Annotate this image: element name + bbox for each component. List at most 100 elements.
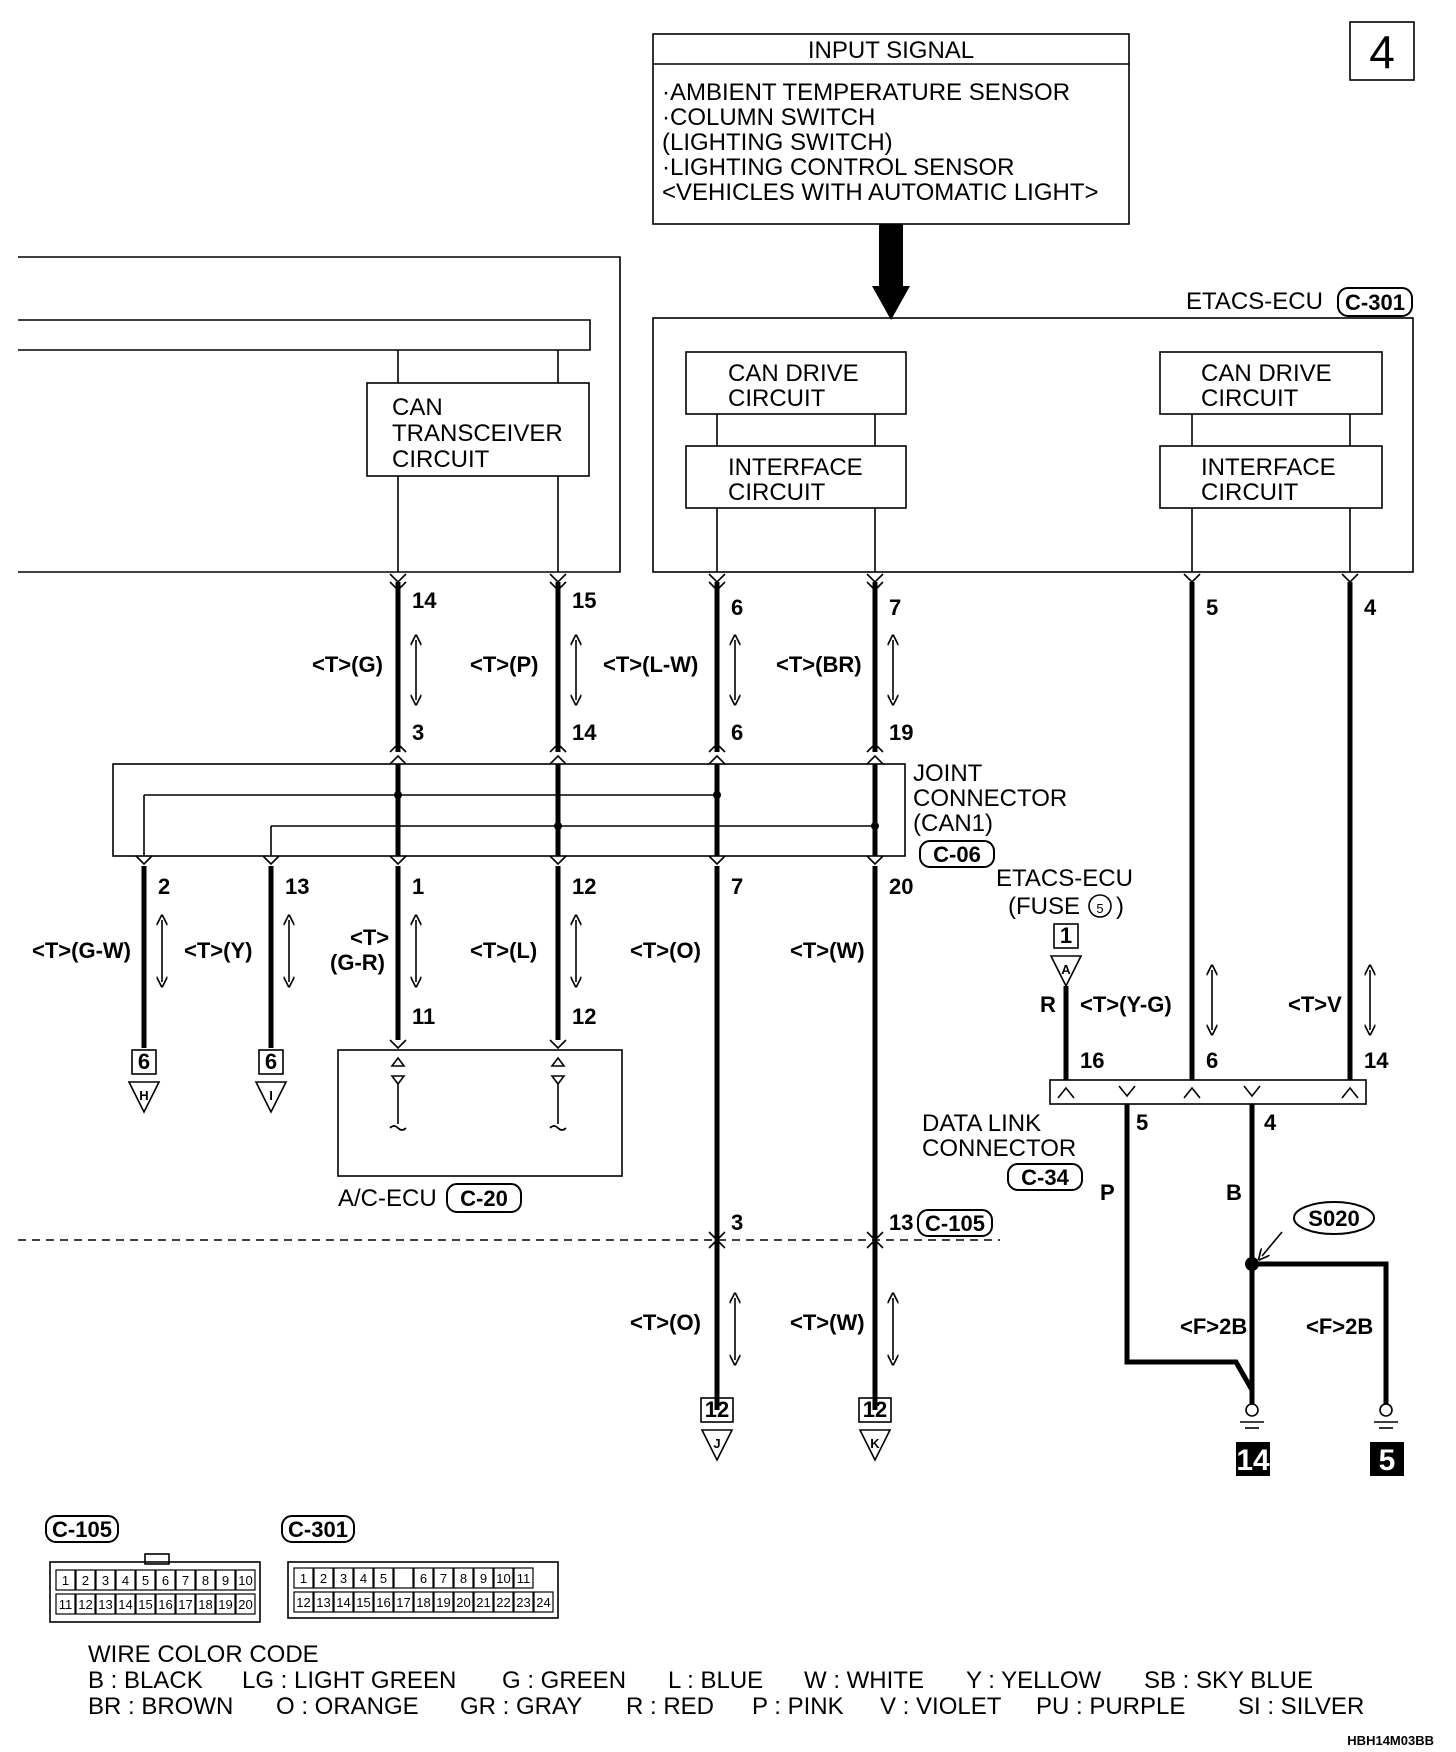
- pin-cell: [175, 1593, 196, 1615]
- pin-label: 3: [340, 1571, 347, 1586]
- pin-label: 16: [158, 1597, 172, 1612]
- pin-cell: [373, 1591, 394, 1613]
- ground-point-box: [1236, 1442, 1270, 1476]
- ground-point-box: [1370, 1442, 1404, 1476]
- wire-label: <T>(L-W): [603, 652, 698, 677]
- pin-label: 23: [516, 1595, 530, 1610]
- pin-number: 15: [572, 588, 596, 613]
- joint-connector-label: CONNECTOR: [913, 785, 1067, 812]
- can-drive-block-right: CAN DRIVE CIRCUIT INTERFACE CIRCUIT: [1159, 351, 1383, 509]
- pin-cell: [433, 1567, 454, 1589]
- pin-label: 4: [122, 1573, 129, 1588]
- offpage-ref-h: 6 H: [127, 1049, 161, 1114]
- pin-cell: [313, 1567, 334, 1589]
- connector-tag: [917, 1209, 993, 1237]
- pin-label: 17: [178, 1597, 192, 1612]
- pin-label: 8: [202, 1573, 209, 1588]
- input-signal-line: ·LIGHTING CONTROL SENSOR: [662, 154, 1014, 181]
- wire-color-entry: R : RED: [626, 1693, 714, 1720]
- wire-label: P: [1100, 1180, 1115, 1205]
- pin-label: 2: [82, 1573, 89, 1588]
- fuse-ref-page: 1: [1060, 923, 1072, 948]
- connector-tag: [45, 1515, 119, 1543]
- fuse-ref-letter: A: [1061, 962, 1071, 977]
- fuse-number: 5: [1096, 901, 1103, 916]
- pin-label: 19: [436, 1595, 450, 1610]
- wire-label: R: [1040, 992, 1056, 1017]
- pin-number: 3: [412, 720, 424, 745]
- wire-label: <T>(W): [790, 938, 865, 963]
- pin-number: 13: [285, 874, 309, 899]
- fuse-label-close: ): [1116, 893, 1124, 920]
- pin-label: 22: [496, 1595, 510, 1610]
- offpage-letter: K: [870, 1436, 880, 1451]
- offpage-page: 12: [705, 1397, 729, 1422]
- pin-cell: [513, 1591, 534, 1613]
- pin-number: 6: [731, 720, 743, 745]
- pin-cell: [135, 1593, 156, 1615]
- pin-label: 13: [316, 1595, 330, 1610]
- connector-tag: [1337, 287, 1413, 317]
- pin-label: 3: [102, 1573, 109, 1588]
- ground-point: 5: [1379, 1444, 1396, 1477]
- pin-cell: [95, 1593, 116, 1615]
- pin-number: 4: [1364, 595, 1377, 620]
- pin-label: 16: [376, 1595, 390, 1610]
- offpage-letter: I: [269, 1088, 273, 1103]
- pin-label: 6: [162, 1573, 169, 1588]
- pin-number: 3: [731, 1210, 743, 1235]
- pin-label: 18: [198, 1597, 212, 1612]
- pin-number: 1: [412, 874, 424, 899]
- input-signal-title: INPUT SIGNAL: [808, 37, 974, 64]
- wire-color-entry: V : VIOLET: [880, 1693, 1002, 1720]
- pin-cell: [453, 1567, 474, 1589]
- pin-number: 12: [572, 874, 596, 899]
- page-number: 4: [1369, 26, 1395, 78]
- wire-color-entry: L : BLUE: [668, 1667, 763, 1694]
- pin-cell: [353, 1567, 374, 1589]
- pin-cell: [293, 1591, 314, 1613]
- can-drive-block-left: CAN DRIVE CIRCUIT INTERFACE CIRCUIT: [685, 351, 907, 509]
- pin-cell: [473, 1567, 494, 1589]
- pin-cell: [393, 1567, 414, 1589]
- pin-label: 14: [336, 1595, 350, 1610]
- pin-label: 15: [356, 1595, 370, 1610]
- internal-lines: [397, 476, 1351, 572]
- pin-cell: [393, 1591, 414, 1613]
- pin-label: 20: [238, 1597, 252, 1612]
- offpage-page: 6: [265, 1049, 277, 1074]
- pin-cell: [195, 1593, 216, 1615]
- pin-cell: [473, 1591, 494, 1613]
- can-transceiver-text: CIRCUIT: [392, 446, 490, 473]
- left-ecu-inner: [18, 319, 591, 351]
- wire-color-entry: SB : SKY BLUE: [1144, 1667, 1313, 1694]
- pin-label: 19: [218, 1597, 232, 1612]
- wire-label: <T>(L): [470, 938, 537, 963]
- wire-color-entry: BR : BROWN: [88, 1693, 233, 1720]
- splice-id: S020: [1308, 1206, 1359, 1231]
- pin-label: 2: [320, 1571, 327, 1586]
- joint-connector-id: C-06: [933, 842, 981, 867]
- wire-label: <T>V: [1288, 992, 1342, 1017]
- ground-point: 14: [1236, 1444, 1270, 1477]
- pin-label: 12: [78, 1597, 92, 1612]
- pin-label: 10: [496, 1571, 510, 1586]
- can-transceiver-text: CAN: [392, 394, 443, 421]
- input-signal-box: INPUT SIGNAL ·AMBIENT TEMPERATURE SENSOR…: [652, 33, 1130, 225]
- wire-label: <T>(G-W): [32, 938, 131, 963]
- pin-label: 11: [59, 1597, 73, 1612]
- pin-cell: [533, 1591, 554, 1613]
- pin-number: 13: [889, 1210, 913, 1235]
- pin-cell: [453, 1591, 474, 1613]
- pin-label: 1: [300, 1571, 307, 1586]
- wire-label: <T>(P): [470, 652, 538, 677]
- ground-wires: [1124, 1104, 1398, 1429]
- input-signal-line: ·COLUMN SWITCH: [662, 104, 875, 131]
- pin-cell: [433, 1591, 454, 1613]
- pin-label: 5: [380, 1571, 387, 1586]
- pin-label: 18: [416, 1595, 430, 1610]
- etacs-ecu-label: ETACS-ECU: [1186, 288, 1323, 315]
- wire-color-entry: O : ORANGE: [276, 1693, 419, 1720]
- fuse-label: ETACS-ECU: [996, 865, 1133, 892]
